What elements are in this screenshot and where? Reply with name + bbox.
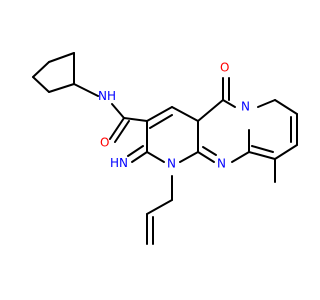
bond bbox=[179, 151, 199, 163]
molecule-structure: NH O HN N N N O bbox=[32, 52, 298, 245]
bond bbox=[123, 117, 148, 122]
ring-nitrogen-pyridine-label: N bbox=[241, 100, 250, 114]
bond bbox=[146, 199, 173, 215]
bond bbox=[251, 145, 274, 153]
bond bbox=[171, 106, 199, 122]
keto-oxygen-label: O bbox=[220, 61, 229, 75]
atom-labels: NH O HN N N N O bbox=[98, 61, 250, 171]
amide-oxygen-label: O bbox=[100, 136, 109, 150]
bond bbox=[48, 52, 75, 63]
bond bbox=[131, 151, 148, 163]
bond bbox=[48, 83, 75, 93]
bond bbox=[231, 151, 250, 163]
bond bbox=[73, 83, 99, 97]
bond-lines bbox=[32, 52, 298, 245]
bond bbox=[111, 103, 125, 119]
bond bbox=[149, 114, 173, 129]
ring-nitrogen-1-label: N bbox=[167, 157, 176, 171]
bond bbox=[114, 120, 130, 143]
bond bbox=[146, 151, 165, 163]
bond bbox=[257, 99, 276, 108]
bond bbox=[32, 61, 50, 78]
bond bbox=[146, 106, 173, 122]
bond bbox=[202, 146, 217, 156]
bond bbox=[32, 76, 50, 93]
amide-nitrogen-label: NH bbox=[98, 89, 116, 103]
bond bbox=[197, 99, 224, 122]
bond bbox=[222, 99, 236, 108]
bond bbox=[109, 117, 125, 140]
bond bbox=[127, 145, 144, 157]
imino-nitrogen-label: HN bbox=[110, 156, 128, 170]
ring-nitrogen-bridge-label: N bbox=[217, 157, 226, 171]
bond bbox=[274, 144, 298, 160]
bond bbox=[197, 151, 215, 163]
bond bbox=[274, 99, 298, 115]
bond bbox=[248, 151, 276, 160]
